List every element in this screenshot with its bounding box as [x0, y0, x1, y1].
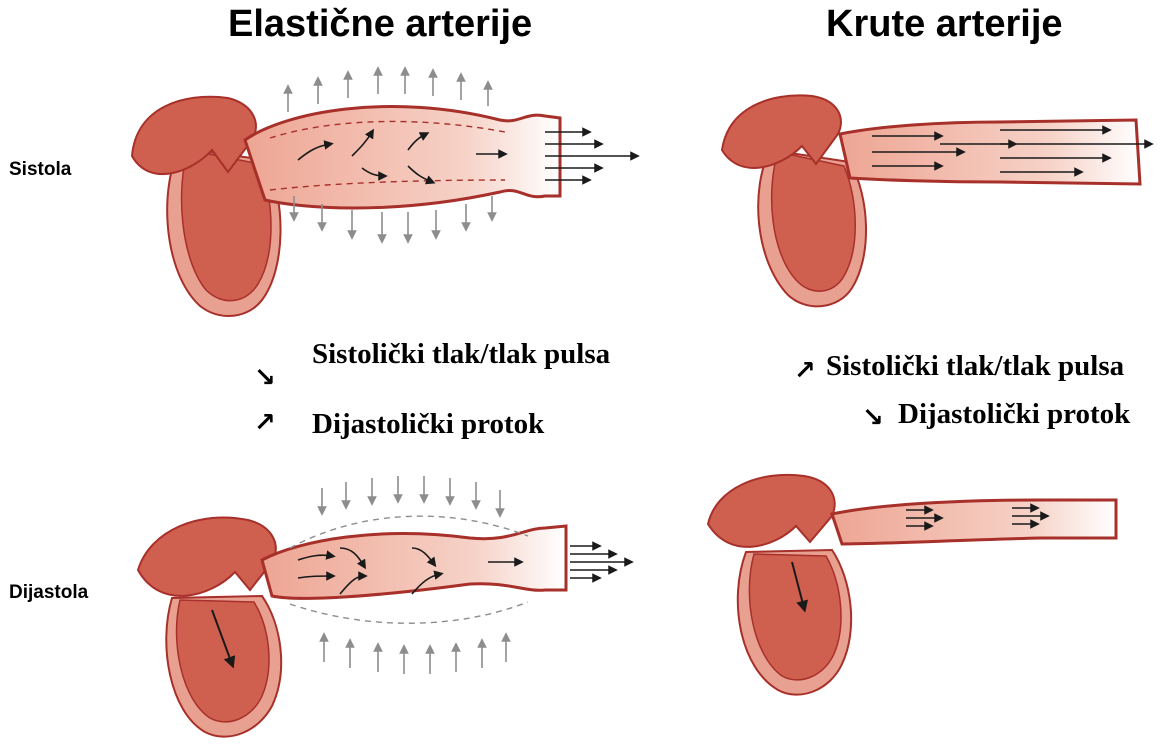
heart-icon	[132, 97, 281, 316]
aorta-rigid	[832, 500, 1116, 544]
stiff-systole-figure	[722, 95, 1150, 306]
aorta-recoiling	[262, 526, 566, 598]
heart-icon	[138, 517, 281, 736]
heart-icon	[708, 475, 851, 695]
stiff-diastole-figure	[708, 475, 1116, 695]
elastic-diastole-figure	[138, 476, 630, 737]
heart-icon	[722, 95, 866, 306]
elastic-systole-figure	[132, 70, 636, 316]
